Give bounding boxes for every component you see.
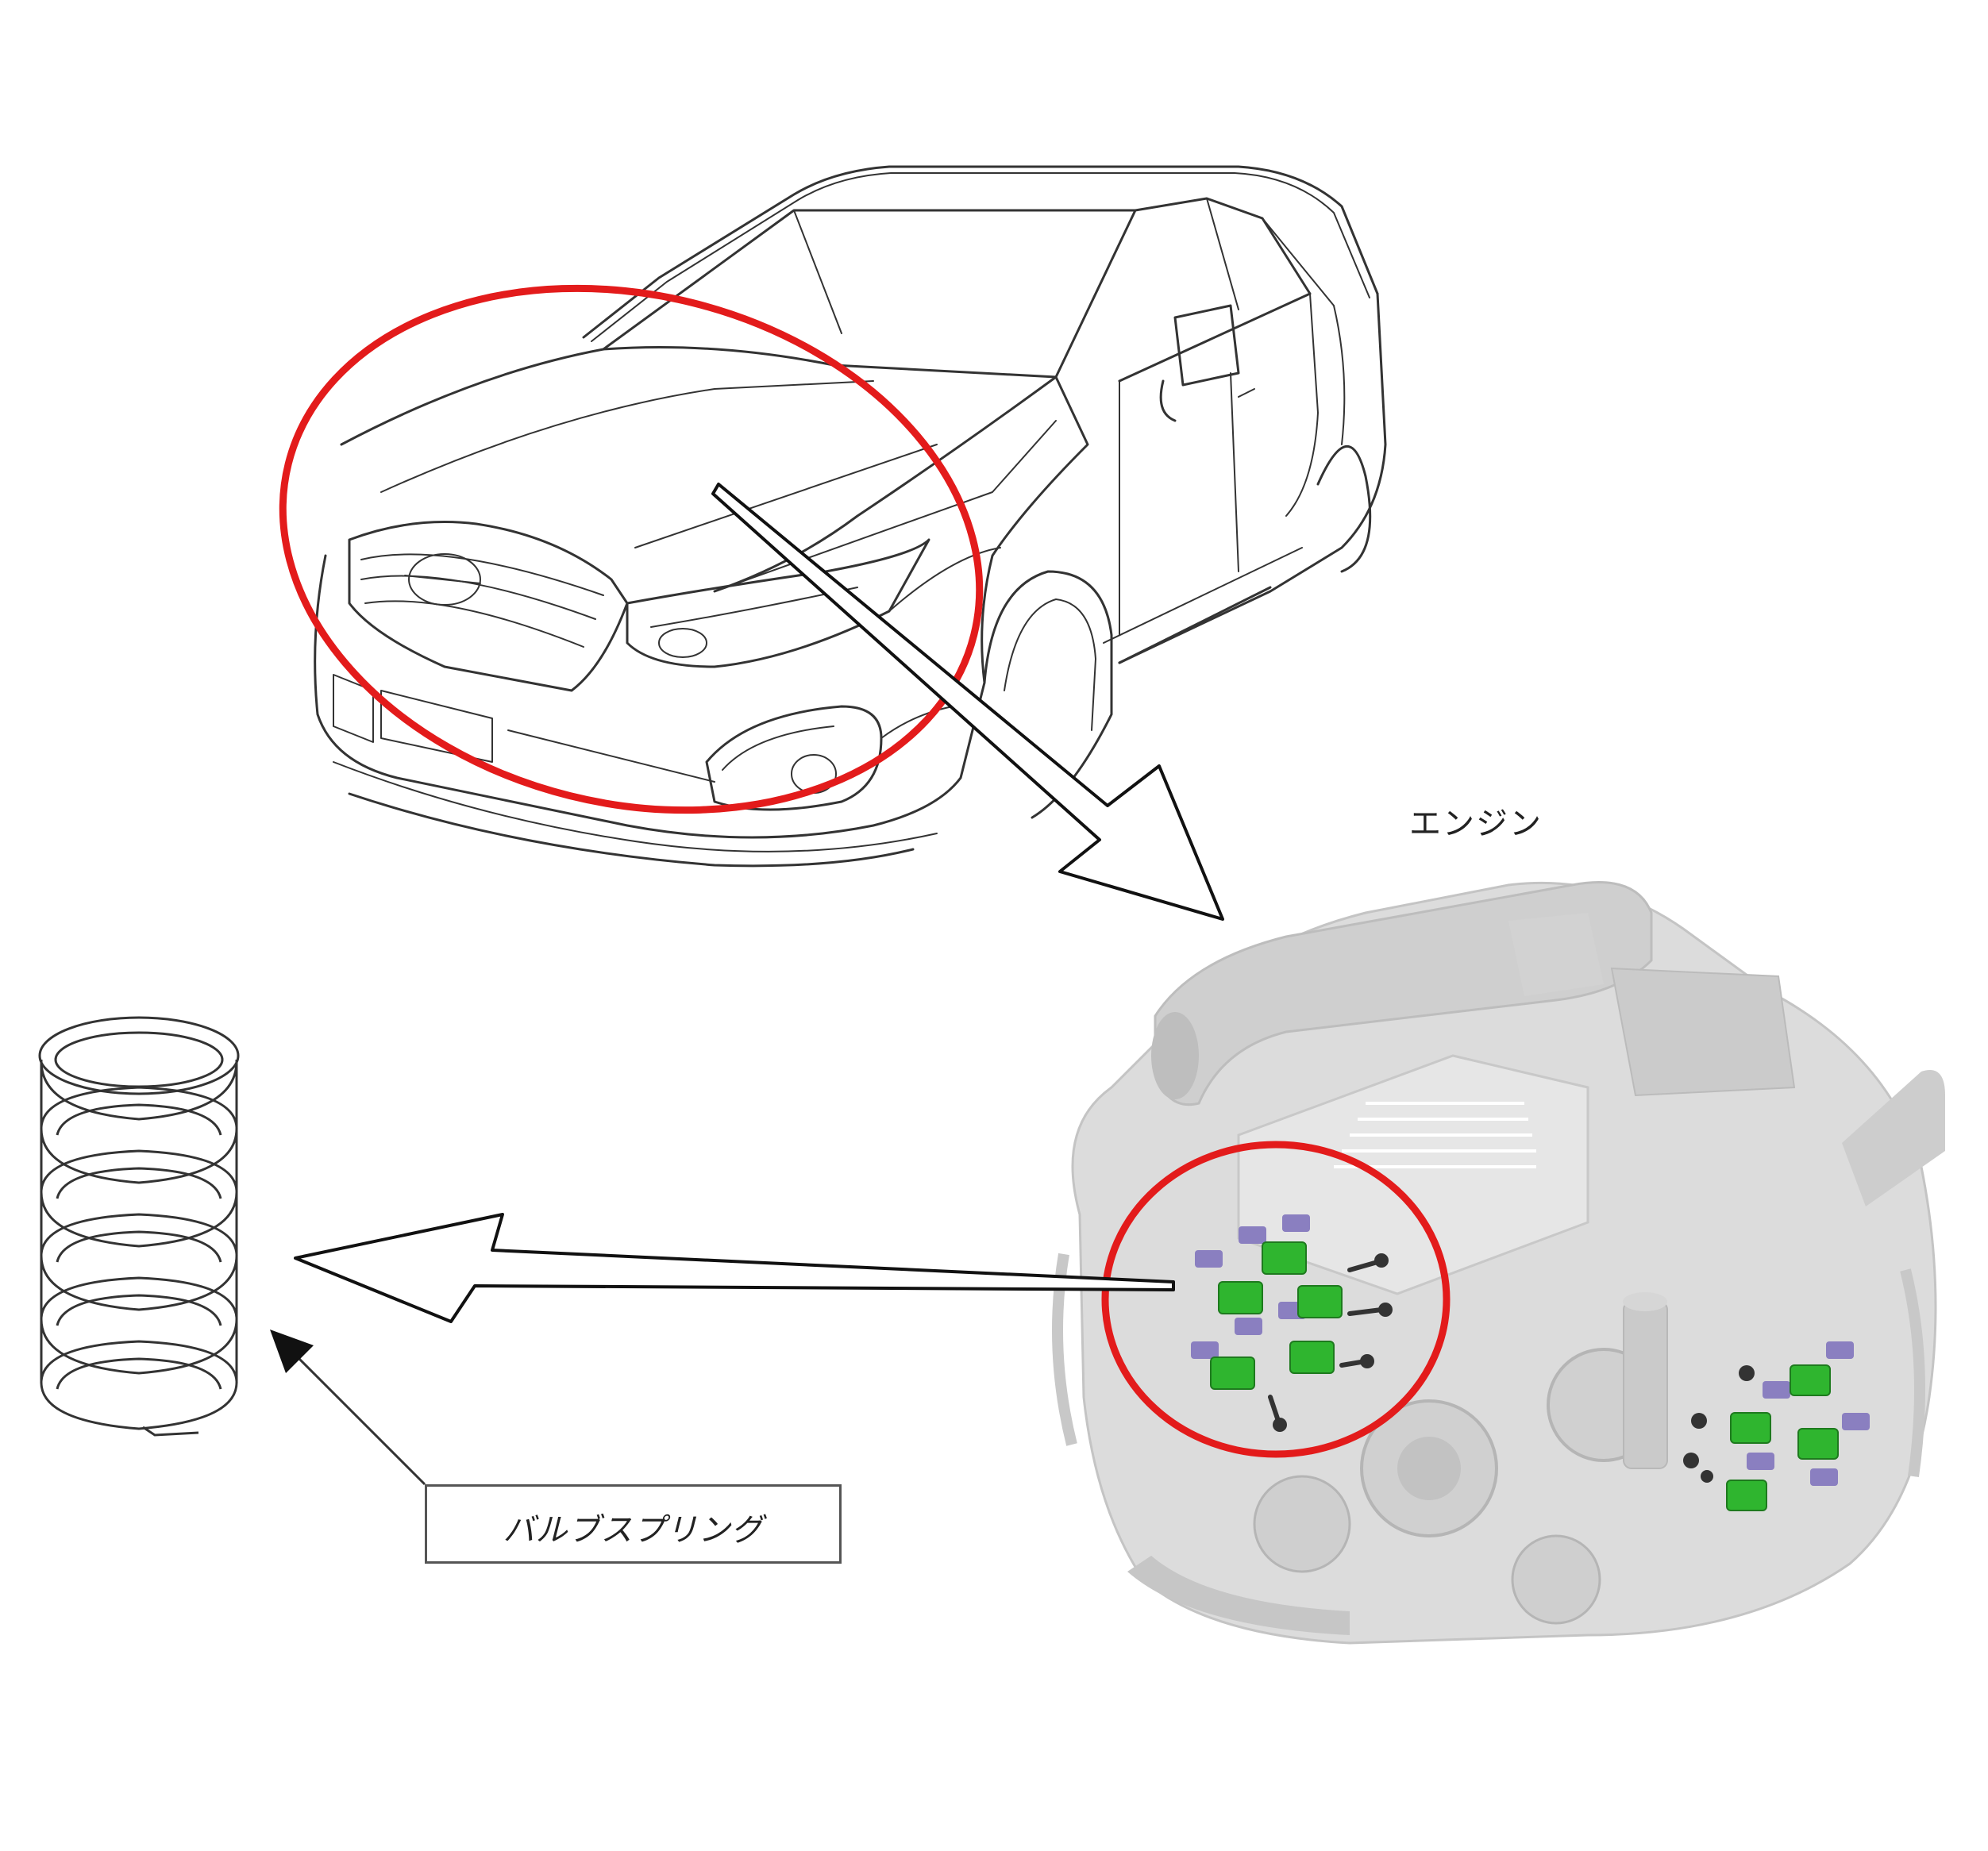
right-valve-cluster [1683,1341,1870,1511]
valve-spring-callout-box: バルブスプリング [425,1484,842,1564]
valve-spring-label: バルブスプリング [503,1512,764,1549]
car-front-highlight-circle [279,284,984,814]
engine-label: エンジン [1409,806,1543,842]
engine-to-spring-arrow [294,1213,1175,1323]
car-to-engine-arrow [711,483,1224,921]
engine-illustration [1052,881,1945,1645]
callout-leader-arrow [270,1330,426,1486]
valve-highlight-circle [1101,1141,1451,1458]
left-valve-cluster [1191,1214,1393,1432]
coil-spring-illustration [38,1016,240,1437]
car-illustration [314,165,1387,868]
